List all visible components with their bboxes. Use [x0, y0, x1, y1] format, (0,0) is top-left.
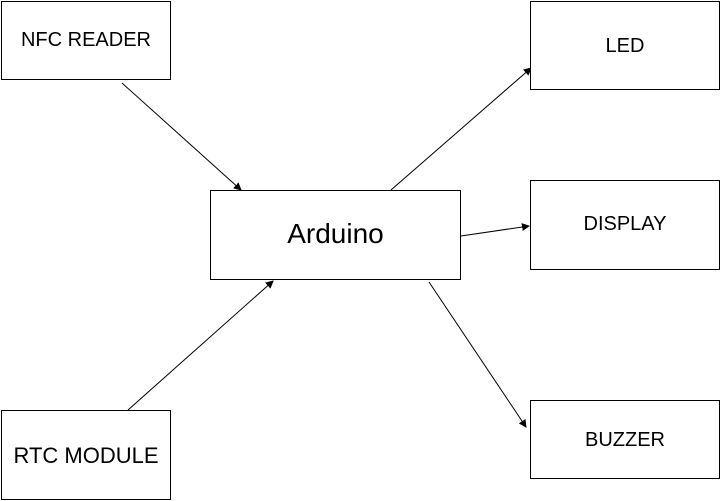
arrow-arduino-to-led	[390, 67, 532, 191]
nfc-reader-label: NFC READER	[20, 28, 151, 51]
arduino-label: Arduino	[287, 218, 384, 249]
led-block: LED	[530, 1, 720, 90]
arrow-arduino-to-display	[460, 223, 530, 237]
buzzer-block: BUZZER	[530, 400, 720, 479]
display-block: DISPLAY	[530, 180, 720, 270]
display-label: DISPLAY	[583, 213, 667, 235]
arduino-block: Arduino	[210, 190, 461, 280]
buzzer-label: BUZZER	[585, 428, 665, 451]
arrow-nfc-reader-to-arduino	[121, 82, 242, 191]
rtc-module-label: RTC MODULE	[13, 443, 159, 468]
led-label: LED	[605, 34, 645, 57]
rtc-module-block: RTC MODULE	[1, 410, 171, 500]
nfc-reader-block: NFC READER	[1, 1, 171, 80]
arrow-arduino-to-buzzer	[428, 281, 527, 428]
arrow-rtc-module-to-arduino	[127, 280, 274, 411]
